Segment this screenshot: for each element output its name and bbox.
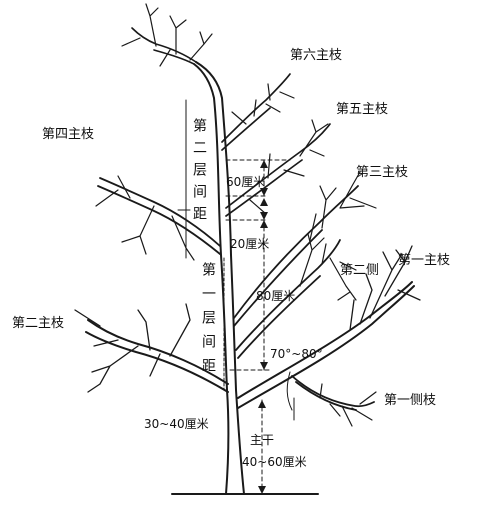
label-layer2-spacing: 第二层间距 — [191, 117, 207, 228]
label-second-side: 第二侧 — [340, 263, 379, 278]
branch-third-main — [233, 185, 359, 327]
label-30-40cm: 30~40厘米 — [144, 417, 209, 431]
branch-sixth-main-twigs — [231, 83, 295, 125]
arrow-20-bottom — [260, 212, 268, 220]
angle-arc — [286, 371, 293, 411]
label-angle: 70°~80° — [270, 347, 323, 361]
trunk — [193, 61, 245, 495]
branch-first-side-twigs — [319, 383, 377, 427]
label-second-main: 第二主枝 — [12, 316, 64, 331]
label-20cm: 20厘米 — [230, 237, 269, 251]
label-trunk: 主干 — [250, 433, 274, 447]
label-80cm: 80厘米 — [256, 289, 295, 303]
label-60cm: 60厘米 — [226, 175, 265, 189]
branch-fourth-main-twigs — [95, 175, 195, 261]
label-40-60cm: 40~60厘米 — [242, 455, 307, 469]
branch-second-main-twigs — [74, 303, 191, 393]
branch-first-side — [291, 375, 375, 411]
branch-fifth-main-twigs — [249, 119, 329, 215]
label-fifth-main: 第五主枝 — [336, 102, 388, 117]
branch-third-main-twigs — [309, 171, 377, 241]
leader-top-twigs — [121, 3, 213, 67]
label-first-main: 第一主枝 — [398, 253, 450, 268]
label-fourth-main: 第四主枝 — [42, 127, 94, 142]
branch-fifth-main — [225, 123, 331, 217]
branch-first-main-twigs — [349, 245, 421, 331]
arrow-60-top — [260, 160, 268, 168]
arrow-60-bottom — [260, 188, 268, 196]
arrow-20-top — [260, 198, 268, 206]
arrow-trunk-top — [258, 400, 266, 408]
branch-sixth-main — [221, 73, 291, 151]
arrow-80-top — [260, 220, 268, 228]
branch-second-main — [85, 319, 229, 393]
arrow-trunk-bottom — [258, 486, 266, 494]
branch-first-main — [237, 281, 415, 409]
branch-second-side — [235, 239, 341, 359]
label-first-side: 第一侧枝 — [384, 393, 436, 408]
label-sixth-main: 第六主枝 — [290, 48, 342, 63]
label-layer1-spacing: 第一层间距 — [200, 261, 216, 382]
label-third-main: 第三主枝 — [356, 165, 408, 180]
arrow-80-bottom — [260, 362, 268, 370]
